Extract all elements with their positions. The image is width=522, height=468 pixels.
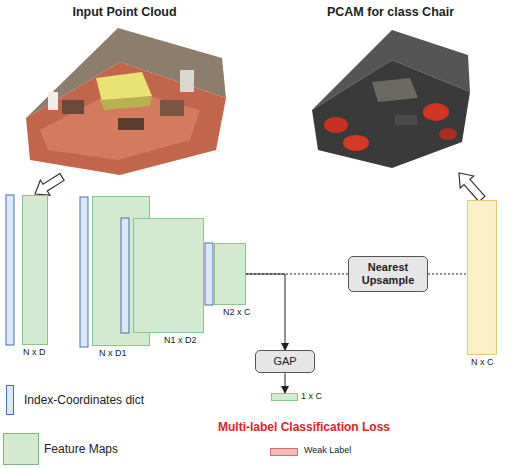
- hollow-arrow: [459, 173, 485, 202]
- panel-title: PCAM for class Chair: [308, 5, 473, 19]
- lamp: [180, 70, 194, 92]
- connector: [459, 173, 485, 202]
- table: [118, 118, 144, 130]
- index-bar: [121, 218, 129, 333]
- object: [48, 92, 58, 110]
- dimension-label: N x C: [471, 357, 494, 367]
- sofa-front: [100, 96, 152, 110]
- connector-line: [285, 373, 286, 393]
- connector-line: [428, 274, 467, 275]
- chair: [62, 100, 84, 114]
- connector: [285, 373, 286, 393]
- legend-text: Weak Label: [304, 445, 351, 455]
- connector: [246, 274, 348, 275]
- legend-swatch: [6, 385, 14, 415]
- operation-box: Nearest Upsample: [348, 256, 428, 292]
- chair-activation: [324, 117, 348, 133]
- feature-map: N2 x C: [214, 243, 246, 305]
- feature-map: 1 x C: [271, 393, 298, 401]
- legend-swatch: [3, 433, 39, 465]
- feature-map: N1 x D2: [133, 218, 204, 333]
- dimension-label: N x D: [23, 347, 46, 357]
- legend-swatch: [270, 448, 298, 456]
- chair-activation: [423, 103, 449, 121]
- dimension-label: N2 x C: [223, 307, 251, 317]
- dimension-label: N x D1: [99, 348, 127, 358]
- chair-activation: [439, 128, 457, 140]
- operation-label: GAP: [262, 355, 308, 368]
- index-bar: [80, 197, 88, 347]
- operation-box: GAP: [255, 350, 315, 373]
- point-cloud-panel: PCAM for class Chair: [308, 25, 473, 170]
- table: [395, 115, 417, 125]
- point-cloud-panel: Input Point Cloud: [22, 25, 227, 175]
- operation-label: Nearest Upsample: [355, 261, 421, 287]
- room-floor: [26, 62, 226, 175]
- sofa: [372, 78, 418, 102]
- chair: [160, 100, 184, 116]
- connector: [35, 174, 64, 196]
- legend-text: Index-Coordinates dict: [24, 393, 144, 407]
- room-rug: [40, 88, 200, 160]
- dimension-label: N1 x D2: [164, 335, 197, 345]
- hollow-arrow: [35, 174, 64, 196]
- chair-activation: [343, 135, 369, 151]
- feature-map: N x D: [22, 195, 48, 345]
- connector: [246, 274, 285, 350]
- connector: [428, 274, 467, 275]
- legend-text: Feature Maps: [44, 442, 118, 456]
- feature-map: N x C: [467, 200, 497, 355]
- connector-line: [246, 274, 285, 350]
- room-floor: [312, 60, 470, 168]
- loss-label: Multi-label Classification Loss: [218, 420, 390, 434]
- index-bar: [6, 195, 14, 345]
- index-bar: [205, 243, 213, 305]
- panel-title: Input Point Cloud: [22, 5, 227, 19]
- dimension-label: 1 x C: [301, 391, 322, 401]
- connector-line: [246, 274, 348, 275]
